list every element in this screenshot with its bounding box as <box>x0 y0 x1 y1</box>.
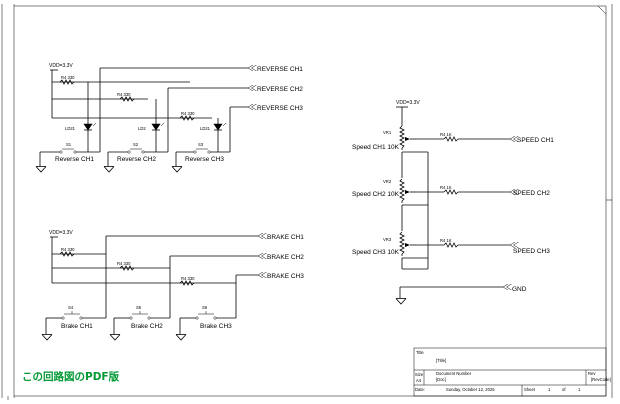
brake-port-2-label: BRAKE CH2 <box>267 254 304 261</box>
speed-pot-2-label: VR2 <box>383 179 392 184</box>
reverse-switch-3-label: S3 <box>198 142 204 147</box>
speed-resistor-2 <box>443 189 459 195</box>
speed-label-3: Speed CH3 10K <box>352 249 400 256</box>
reverse-switch-2-label: S2 <box>133 142 139 147</box>
reverse-led-1-label: LD21 <box>65 126 76 131</box>
reverse-gnd-3-icon <box>171 166 183 173</box>
brake-label-2: Brake CH2 <box>131 323 163 330</box>
reverse-led-2 <box>151 122 165 152</box>
reverse-switch-1-label: S1 <box>66 142 72 147</box>
speed-pot-2 <box>399 178 416 203</box>
reverse-vdd-label: VDD=3.3V <box>49 63 73 69</box>
brake-vdd-label: VDD=3.3V <box>49 230 73 236</box>
reverse-section: VDD=3.3V R4 330 R4 330 R4 330 LD21 <box>35 63 303 173</box>
gnd-port-label: GND <box>512 286 527 293</box>
speed-resistor-1-label: R4 1K <box>440 132 452 137</box>
speed-port-1-label: SPEED CH1 <box>517 137 554 144</box>
brake-resistor-2 <box>119 265 135 271</box>
reverse-led-2-label: LD2 <box>138 126 146 131</box>
of-label: of <box>562 387 566 392</box>
brake-switch-3-label: S6 <box>202 305 208 310</box>
brake-switch-2-label: S5 <box>136 305 142 310</box>
title-block: Title [Title] Size A4 Document Number [D… <box>413 347 611 397</box>
rev-value: [RevCode] <box>591 377 611 382</box>
speed-gnd-icon <box>395 298 407 305</box>
speed-pot-3 <box>399 231 416 256</box>
speed-pot-3-label: VR3 <box>383 237 392 242</box>
reverse-resistor-1-label: R4 330 <box>61 75 75 80</box>
brake-resistor-3-label: R4 330 <box>181 276 195 281</box>
speed-resistor-1 <box>443 136 459 142</box>
reverse-switch-2 <box>127 148 145 154</box>
brake-gnd-3-icon <box>175 334 187 341</box>
reverse-led-1 <box>83 122 97 152</box>
brake-port-3-arrow <box>257 272 267 278</box>
brake-switch-1-label: S4 <box>68 305 74 310</box>
sheet-label: Sheet <box>524 387 536 392</box>
speed-pot-1-label: VR1 <box>383 130 392 135</box>
size-value: A4 <box>416 378 422 383</box>
speed-resistor-2-label: R4 1K <box>440 185 452 190</box>
reverse-port-1-label: REVERSE CH1 <box>257 66 303 73</box>
reverse-led-3-label: LD21 <box>200 126 211 131</box>
brake-switch-1 <box>61 311 83 320</box>
of-value: 1 <box>578 387 581 392</box>
brake-switch-3 <box>195 311 217 320</box>
speed-port-2-label: SPEED CH2 <box>513 190 550 197</box>
brake-gnd-2-icon <box>109 334 121 341</box>
reverse-led-3 <box>213 122 227 152</box>
title-label: Title <box>416 350 424 355</box>
reverse-port-3-arrow <box>247 104 257 110</box>
brake-section: VDD=3.3V R4 330 R4 330 R4 330 BRAKE CH1 … <box>41 230 304 341</box>
date-value: Sunday, October 12, 2025 <box>446 387 495 392</box>
brake-resistor-1-label: R4 330 <box>61 247 75 252</box>
brake-resistor-1 <box>59 251 75 257</box>
brake-resistor-2-label: R4 330 <box>117 261 131 266</box>
speed-port-3-label: SPEED CH3 <box>513 248 550 255</box>
sheet-border <box>1 4 613 400</box>
date-label: Date: <box>415 387 425 392</box>
reverse-resistor-2-label: R4 330 <box>117 92 131 97</box>
speed-label-2: Speed CH2 10K <box>352 191 400 198</box>
reverse-label-3: Reverse CH3 <box>185 156 224 163</box>
doc-label: Document Number <box>436 371 472 376</box>
brake-switch-2 <box>129 311 151 320</box>
reverse-switch-1 <box>59 148 77 154</box>
reverse-port-3-label: REVERSE CH3 <box>257 105 303 112</box>
title-value: [Title] <box>436 358 446 363</box>
gnd-port-arrow <box>502 284 512 290</box>
brake-port-1-label: BRAKE CH1 <box>267 234 304 241</box>
doc-value: [Doc] <box>436 377 446 382</box>
reverse-label-2: Reverse CH2 <box>117 156 156 163</box>
reverse-port-2-label: REVERSE CH2 <box>257 86 303 93</box>
speed-pot-1 <box>399 125 416 150</box>
brake-gnd-1-icon <box>41 334 53 341</box>
brake-port-3-label: BRAKE CH3 <box>267 273 304 280</box>
reverse-port-1-arrow <box>247 65 257 71</box>
reverse-resistor-1 <box>59 79 75 85</box>
brake-label-1: Brake CH1 <box>61 323 93 330</box>
speed-resistor-3 <box>443 242 459 248</box>
reverse-gnd-2-icon <box>103 166 115 173</box>
reverse-resistor-3-label: R4 330 <box>181 111 195 116</box>
brake-port-2-arrow <box>257 253 267 259</box>
pdf-caption: この回路図のPDF版 <box>22 370 120 383</box>
rev-label: Rev <box>588 371 596 376</box>
size-label: Size <box>415 372 424 377</box>
reverse-switch-3 <box>193 148 211 154</box>
brake-label-3: Brake CH3 <box>200 323 232 330</box>
reverse-gnd-1-icon <box>35 166 47 173</box>
reverse-port-2-arrow <box>247 85 257 91</box>
brake-resistor-3 <box>179 280 195 286</box>
brake-port-1-arrow <box>257 233 267 239</box>
speed-resistor-3-label: R4 1K <box>440 238 452 243</box>
sheet-value: 1 <box>548 387 551 392</box>
reverse-label-1: Reverse CH1 <box>55 156 94 163</box>
speed-section: VDD=3.3V VR1 VR2 VR3 Speed CH1 10K <box>352 100 554 305</box>
speed-vdd-label: VDD=3.3V <box>396 100 420 106</box>
reverse-resistor-2 <box>119 96 135 102</box>
reverse-resistor-3 <box>179 115 195 121</box>
speed-label-1: Speed CH1 10K <box>352 144 400 151</box>
